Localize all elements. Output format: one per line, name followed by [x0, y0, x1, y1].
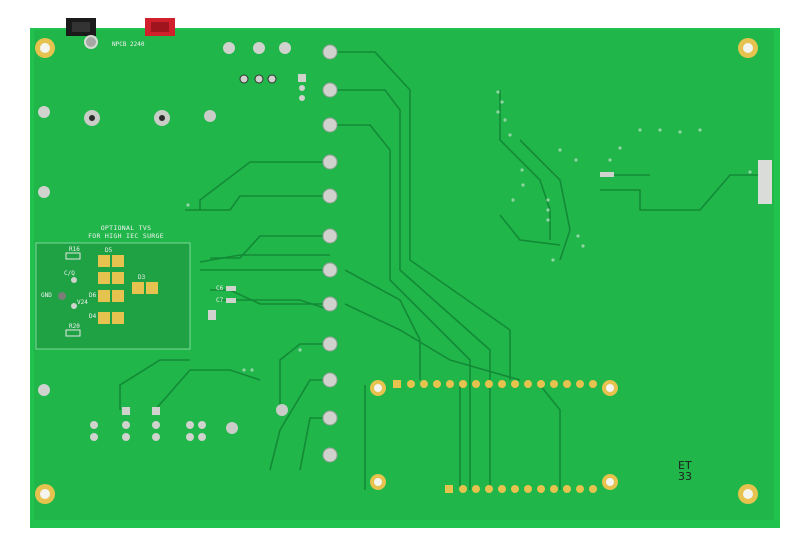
smd-parts [208, 160, 772, 320]
header-strip-top [370, 380, 618, 396]
label-v24: V24 [77, 299, 88, 306]
part-number-label: NPCB 2240 [112, 41, 145, 48]
marking-line2: 33 [678, 470, 692, 483]
ref-d5: D5 [105, 247, 113, 254]
terminal-pad [84, 35, 98, 49]
connector-pad-column [322, 44, 338, 463]
tvs-diode-pads [65, 252, 158, 337]
via-dots [186, 90, 752, 372]
ref-c6: C6 [216, 285, 224, 292]
ref-r20: R20 [69, 323, 80, 330]
header-pads-top [223, 42, 306, 101]
power-terminal-red [145, 18, 175, 36]
tvs-title-line2: FOR HIGH IEC SURGE [88, 232, 164, 240]
power-terminal-black [66, 18, 96, 36]
tvs-connector-pads [58, 277, 77, 309]
small-pads-bottom-left [90, 407, 206, 441]
label-cq: C/Q [64, 270, 75, 277]
label-gnd: GND [41, 292, 52, 299]
ref-d6: D6 [89, 292, 97, 299]
header-strip-bottom [370, 474, 618, 493]
ref-r16: R16 [69, 246, 80, 253]
mounting-holes [35, 38, 758, 504]
ref-d3: D3 [138, 274, 146, 281]
ref-c7: C7 [216, 297, 224, 304]
tvs-title: OPTIONAL TVS FOR HIGH IEC SURGE [76, 224, 176, 240]
large-thru-pads [38, 106, 288, 434]
tvs-title-line1: OPTIONAL TVS [100, 224, 152, 232]
board-marking: ET 33 [678, 460, 692, 482]
marking-line1: ET [678, 459, 692, 472]
trace-layer [119, 51, 760, 490]
ref-d4: D4 [89, 313, 97, 320]
